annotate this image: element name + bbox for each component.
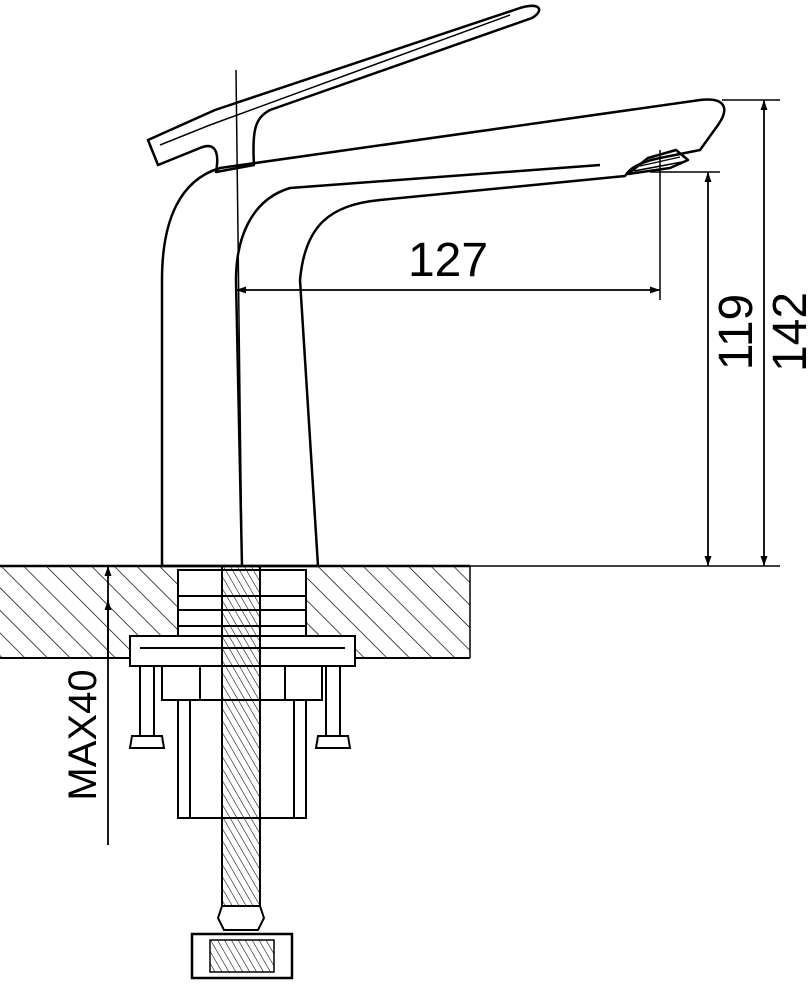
dimension-total-height: 142 (722, 99, 812, 566)
dimension-spout-reach: 127 (236, 150, 661, 300)
countertop (0, 564, 471, 659)
dimension-label-127: 127 (408, 234, 488, 287)
threaded-rod (190, 565, 294, 980)
dimension-max-thickness: MAX40 (61, 566, 112, 845)
dimension-label-119: 119 (710, 294, 763, 371)
faucet-body (160, 98, 726, 568)
center-line (235, 69, 243, 567)
dimension-label-max40: MAX40 (61, 669, 105, 800)
handle-lever (146, 4, 541, 174)
dimension-label-142: 142 (764, 292, 812, 372)
dimension-spout-height: 119 (470, 171, 780, 567)
